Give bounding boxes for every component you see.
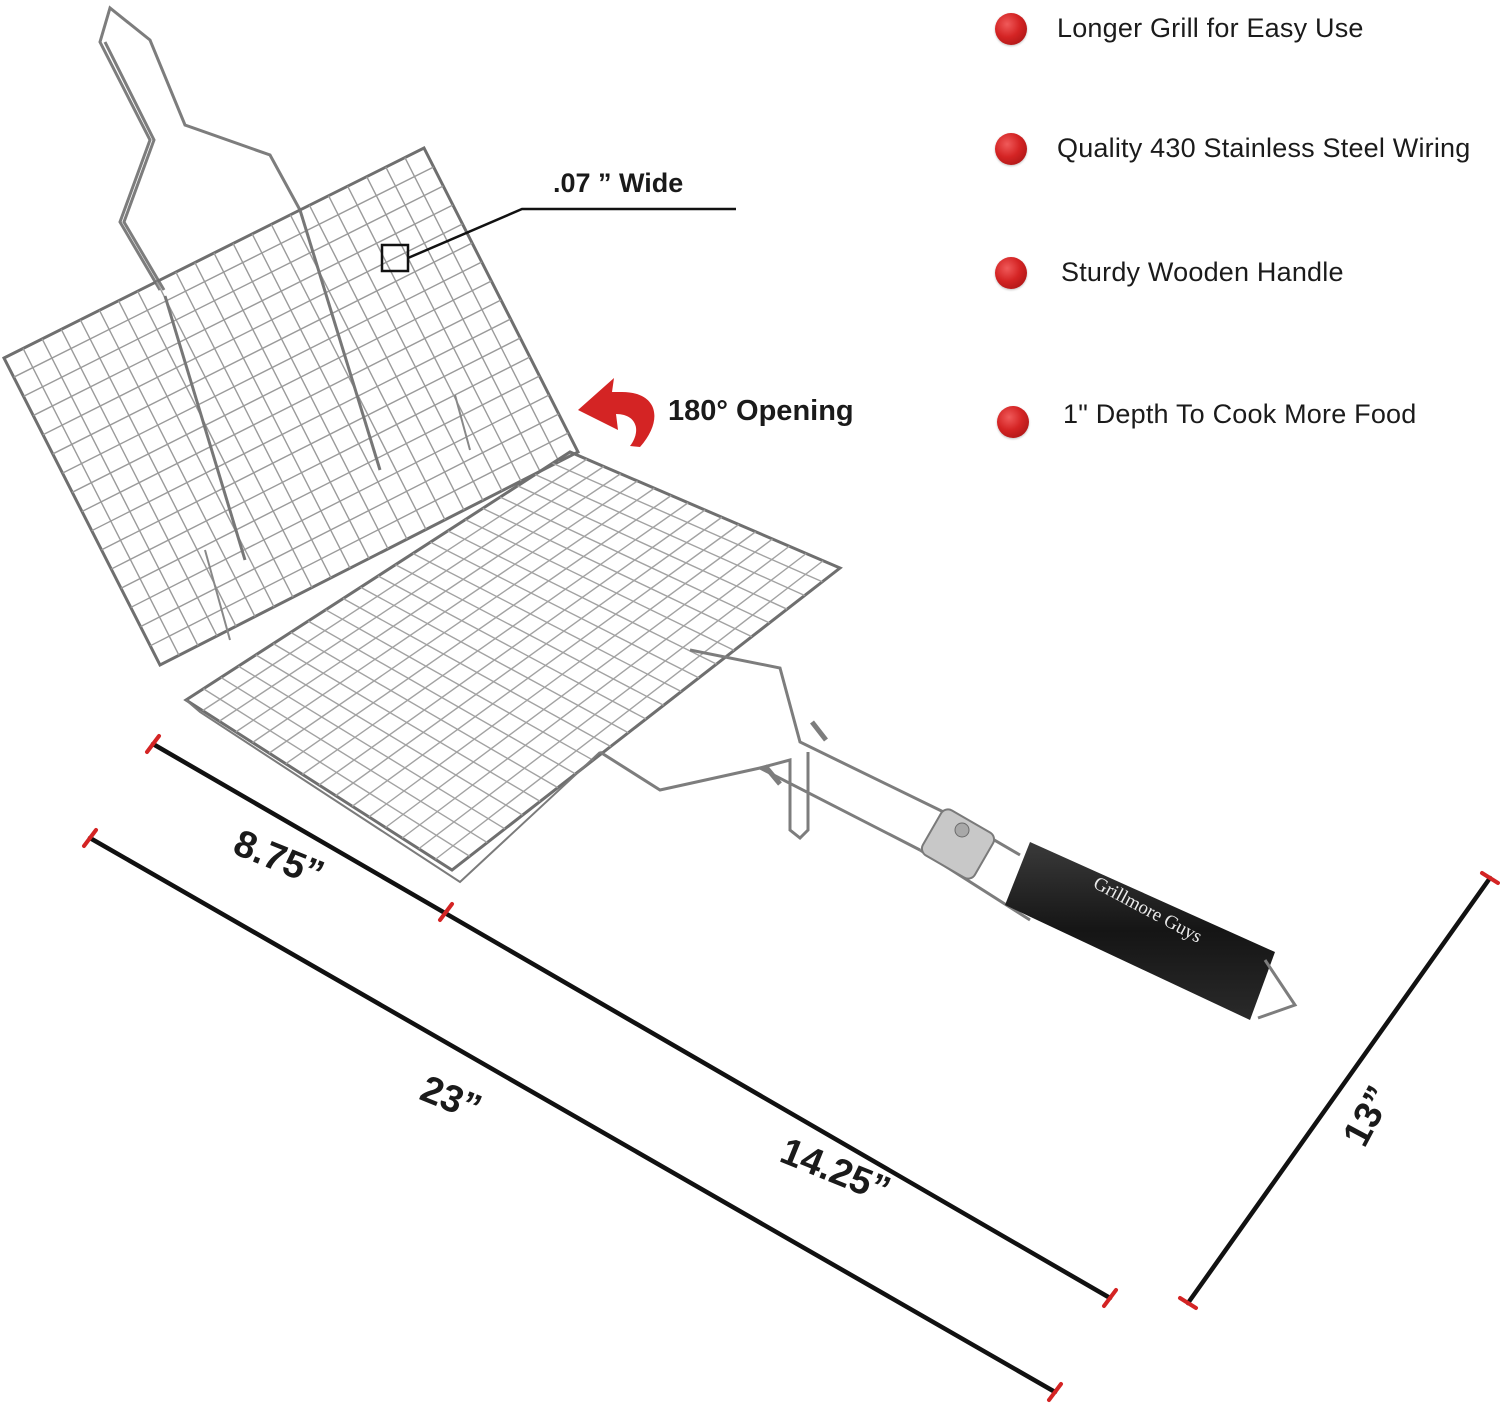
feature-item: Sturdy Wooden Handle — [1061, 257, 1344, 287]
wooden-handle — [1005, 842, 1298, 1020]
opening-label: 180° Opening — [668, 395, 854, 427]
feature-item: Longer Grill for Easy Use — [1057, 13, 1364, 43]
opening-arrow-icon — [578, 378, 655, 447]
wire-width-label: .07 ” Wide — [553, 168, 684, 198]
dimension-lines — [82, 734, 1500, 1402]
base-basket-grid — [183, 450, 843, 884]
feature-item: 1" Depth To Cook More Food — [1063, 399, 1417, 429]
bullet-icon — [997, 406, 1029, 438]
bullet-icon — [995, 13, 1027, 45]
slide-ring — [920, 808, 996, 880]
lid-handle-wire — [98, 5, 302, 291]
wire-width-callout — [380, 207, 736, 273]
bullet-icon — [995, 257, 1027, 289]
bullet-icon — [995, 133, 1027, 165]
upright-lid-grid — [1, 145, 581, 668]
handle-shaft — [599, 648, 1031, 922]
feature-item: Quality 430 Stainless Steel Wiring — [1057, 133, 1471, 163]
